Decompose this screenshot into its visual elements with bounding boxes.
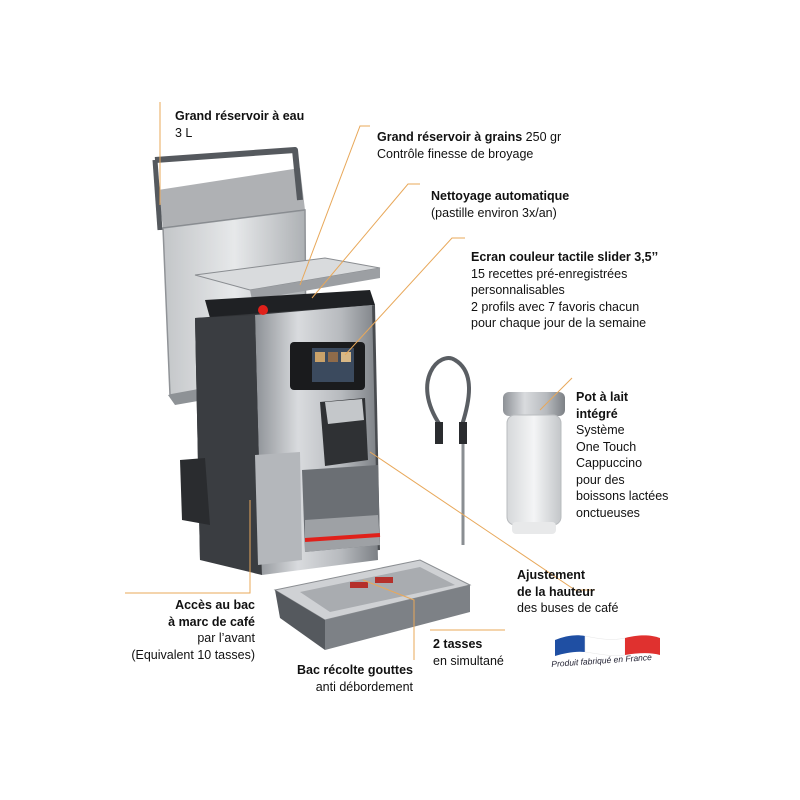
water-tank-label: Grand réservoir à eau 3 L [175, 108, 304, 141]
bean-tank-capacity: 250 gr [522, 130, 562, 144]
milk-jug-line-5: boissons lactées [576, 489, 669, 503]
screen-label: Ecran couleur tactile slider 3,5’’ 15 re… [471, 249, 658, 332]
made-in-france-badge [555, 635, 660, 656]
two-cups-title: 2 tasses [433, 637, 483, 651]
milk-jug-line-3: Cappuccino [576, 456, 643, 470]
two-cups-label: 2 tasses en simultané [433, 636, 504, 669]
screen-title: Ecran couleur tactile slider 3,5’’ [471, 250, 659, 264]
milk-jug-label: Pot à lait intégré Système One Touch Cap… [576, 389, 668, 521]
drip-tray [273, 559, 472, 650]
milk-jug-line-1: Système [576, 423, 625, 437]
drip-tray-label: Bac récolte gouttes anti débordement [297, 662, 413, 695]
bean-tank-grind: Contrôle finesse de broyage [377, 146, 534, 161]
height-label: Ajustement de la hauteur des buses de ca… [517, 567, 618, 617]
screen-line-1: 15 recettes pré-enregistrées [471, 266, 628, 281]
water-tank-title: Grand réservoir à eau [175, 109, 305, 123]
screen-line-2: personnalisables [471, 283, 565, 297]
grounds-line-1: par l’avant [197, 631, 255, 645]
machine-body [180, 290, 381, 575]
screen-line-3: 2 profils avec 7 favoris chacun [471, 299, 640, 314]
grounds-label: Accès au bac à marc de café par l’avant … [131, 597, 255, 663]
grounds-line-2: (Equivalent 10 tasses) [131, 647, 255, 662]
milk-jug-title-2: intégré [576, 406, 618, 421]
screen-line-4: pour chaque jour de la semaine [471, 316, 647, 330]
bean-tank-label: Grand réservoir à grains 250 gr Contrôle… [377, 129, 561, 162]
bean-tank-lid [194, 257, 381, 300]
auto-clean-detail: (pastille environ 3x/an) [431, 205, 557, 220]
grounds-title-2: à marc de café [168, 614, 255, 629]
milk-wand [425, 356, 471, 545]
water-tank-capacity: 3 L [175, 125, 193, 140]
milk-jug [503, 392, 565, 534]
milk-jug-line-6: onctueuses [576, 505, 640, 520]
grounds-title-1: Accès au bac [175, 598, 255, 612]
milk-jug-line-4: pour des [576, 472, 625, 487]
auto-clean-title: Nettoyage automatique [431, 189, 570, 203]
height-title-1: Ajustement [517, 568, 586, 582]
leader-lines [125, 102, 595, 660]
drip-tray-line-1: anti débordement [315, 679, 413, 694]
bean-tank-title: Grand réservoir à grains [377, 130, 523, 144]
two-cups-line-1: en simultané [433, 653, 504, 668]
height-title-2: de la hauteur [517, 584, 595, 599]
milk-jug-line-2: One Touch [576, 439, 637, 454]
height-line-1: des buses de café [517, 601, 619, 615]
milk-jug-title-1: Pot à lait [576, 390, 629, 404]
drip-tray-title: Bac récolte gouttes [296, 663, 413, 677]
auto-clean-label: Nettoyage automatique (pastille environ … [431, 188, 569, 221]
